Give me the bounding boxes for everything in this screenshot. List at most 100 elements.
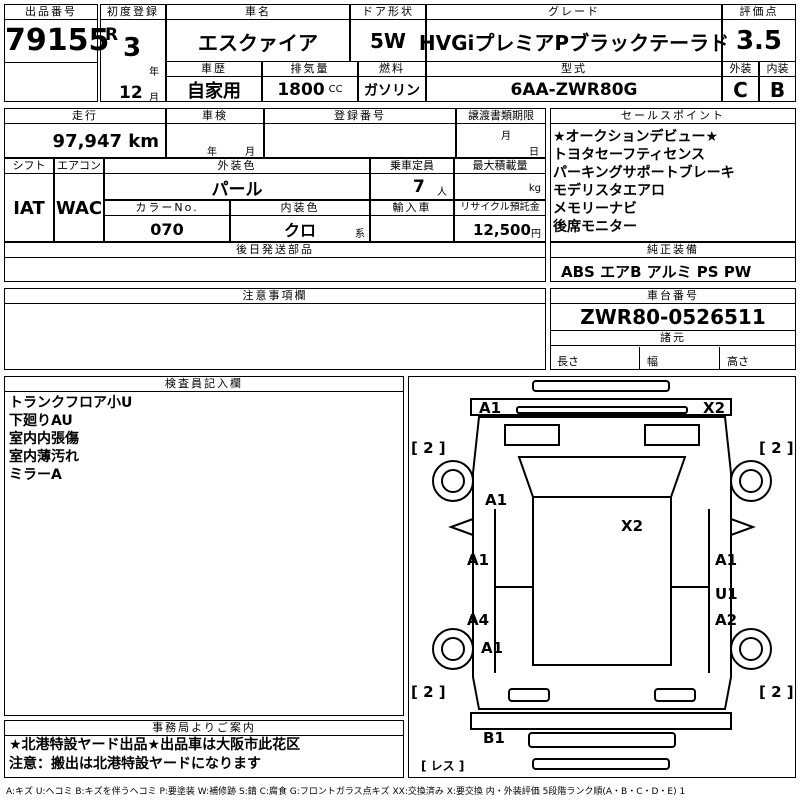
inspector-line: 下廻りAU bbox=[9, 413, 73, 429]
damage-mark: A1 bbox=[481, 639, 504, 657]
history-box: 車歴 自家用 bbox=[166, 61, 262, 102]
damage-mark: A4 bbox=[467, 611, 490, 629]
inspector-line: ミラーA bbox=[9, 467, 62, 483]
color-box: 外装色 パール bbox=[104, 158, 370, 200]
transfer-day: 日 bbox=[529, 147, 539, 158]
car-diagram-drawing bbox=[432, 380, 772, 770]
reg-month-unit: 月 bbox=[149, 93, 159, 104]
inspector-lines: トランクフロア小U 下廻りAU 室内内張傷 室内薄汚れ ミラーA bbox=[5, 392, 403, 484]
equipment-box: 純正装備 ABS エアB アルミ PS PW bbox=[550, 242, 796, 282]
damage-mark: [ 2 ] bbox=[411, 683, 446, 701]
ext-label: 外装 bbox=[723, 62, 758, 77]
specs-label: 諸元 bbox=[551, 331, 795, 346]
recycle-label: リサイクル預託金 bbox=[455, 201, 545, 216]
displacement-cell: 1800 CC bbox=[263, 77, 357, 102]
recycle-unit: 円 bbox=[531, 229, 541, 240]
inspector-box: 検査員記入欄 トランクフロア小U 下廻りAU 室内内張傷 室内薄汚れ ミラーA bbox=[4, 376, 404, 716]
sales-point-item: ★オークションデビュー★ bbox=[553, 129, 719, 145]
door-box: ドア形状 5W bbox=[350, 4, 426, 62]
ac-box: エアコン WAC bbox=[54, 158, 104, 242]
first-reg-box: 初度登録 R 3 年 12 月 bbox=[100, 4, 166, 104]
import-box: 輸入車 bbox=[370, 200, 454, 242]
insp-year: 年 bbox=[207, 147, 217, 158]
mileage-box: 走行 97,947 km bbox=[4, 108, 166, 158]
chassis-number: ZWR80-0526511 bbox=[551, 304, 795, 331]
interior-value: クロ bbox=[283, 221, 316, 240]
seats-unit: 人 bbox=[437, 187, 447, 198]
sales-point-item: モデリスタエアロ bbox=[553, 183, 665, 199]
color-value: パール bbox=[211, 179, 263, 200]
insp-month: 月 bbox=[245, 147, 255, 158]
plate-label: 登録番号 bbox=[265, 109, 455, 124]
grade-box: グレード HVGiプレミアPブラックテーラド bbox=[418, 4, 730, 62]
reg-year-unit: 年 bbox=[149, 67, 159, 78]
load-box: 最大積載量 kg bbox=[454, 158, 546, 200]
recycle-box: リサイクル預託金 12,500 円 bbox=[454, 200, 546, 242]
cc-unit: CC bbox=[328, 84, 343, 95]
damage-mark: A1 bbox=[479, 399, 502, 417]
chassis-label: 車台番号 bbox=[551, 289, 795, 304]
type-label: 型式 bbox=[427, 62, 721, 77]
notes-label: 注意事項欄 bbox=[5, 289, 545, 304]
reg-month: 12 bbox=[119, 83, 143, 103]
sales-points-list: ★オークションデビュー★ トヨタセーフティセンス パーキングサポートブレーキ モ… bbox=[551, 124, 795, 236]
damage-mark: [ 2 ] bbox=[759, 683, 794, 701]
recycle-value: 12,500 bbox=[473, 221, 531, 239]
inspector-line: 室内薄汚れ bbox=[9, 449, 79, 465]
equipment-label: 純正装備 bbox=[551, 243, 795, 258]
car-diagram: A1 X2 [ 2 ] [ 2 ] A1 X2 A1 A1 U1 A4 A2 A… bbox=[408, 376, 796, 778]
era: R bbox=[105, 25, 119, 45]
office-line-1: ★北港特設ヤード出品★出品車は大阪市此花区 bbox=[9, 737, 301, 753]
displacement-box: 排気量 1800 CC bbox=[262, 61, 358, 102]
model-box: 車名 エスクァイア bbox=[166, 4, 350, 62]
damage-mark: [ レス ] bbox=[421, 759, 465, 773]
lot-number: 79155 bbox=[5, 20, 109, 63]
length-label: 長さ bbox=[557, 355, 579, 368]
model-label: 車名 bbox=[167, 5, 349, 20]
inspector-label: 検査員記入欄 bbox=[5, 377, 403, 392]
width-label: 幅 bbox=[647, 355, 658, 368]
grade-label: グレード bbox=[427, 5, 721, 20]
equipment-value: ABS エアB アルミ PS PW bbox=[561, 263, 752, 281]
damage-mark: [ 2 ] bbox=[759, 439, 794, 457]
import-label: 輸入車 bbox=[371, 201, 453, 216]
damage-mark: X2 bbox=[703, 399, 726, 417]
door-value: 5W bbox=[370, 29, 406, 53]
later-box: 後日発送部品 bbox=[4, 242, 546, 282]
history-value: 自家用 bbox=[187, 80, 241, 102]
interior-unit: 系 bbox=[355, 229, 365, 240]
sales-points-box: セールスポイント ★オークションデビュー★ トヨタセーフティセンス パーキングサ… bbox=[550, 108, 796, 242]
notes-box: 注意事項欄 bbox=[4, 288, 546, 370]
fuel-label: 燃料 bbox=[359, 62, 425, 77]
displacement-label: 排気量 bbox=[263, 62, 357, 77]
damage-mark: [ 2 ] bbox=[411, 439, 446, 457]
shift-box: シフト IAT bbox=[4, 158, 54, 242]
model-value: エスクァイア bbox=[198, 30, 318, 55]
sales-point-item: パーキングサポートブレーキ bbox=[553, 165, 735, 181]
fuel-box: 燃料 ガソリン bbox=[358, 61, 426, 102]
chassis-box: 車台番号 ZWR80-0526511 諸元 長さ 幅 高さ bbox=[550, 288, 796, 370]
shift-label: シフト bbox=[5, 159, 53, 174]
int-box: 内装 B bbox=[759, 61, 796, 102]
displacement-value: 1800 bbox=[277, 79, 325, 100]
specs-divider bbox=[639, 347, 640, 369]
fuel-value: ガソリン bbox=[364, 82, 420, 99]
type-box: 型式 6AA-ZWR80G bbox=[426, 61, 722, 102]
ext-value: C bbox=[733, 77, 748, 102]
inspection-box: 車検 年 月 bbox=[166, 108, 264, 158]
ext-box: 外装 C bbox=[722, 61, 759, 102]
office-box: 事務局よりご案内 ★北港特設ヤード出品★出品車は大阪市此花区 注意：搬出は北港特… bbox=[4, 720, 404, 778]
color-no-box: カラーNo. 070 bbox=[104, 200, 230, 242]
grade-value: HVGiプレミアPブラックテーラド bbox=[418, 30, 730, 55]
color-no-label: カラーNo. bbox=[105, 201, 229, 216]
interior-box: 内装色 クロ 系 bbox=[230, 200, 370, 242]
plate-box: 登録番号 bbox=[264, 108, 456, 158]
inspector-line: トランクフロア小U bbox=[9, 395, 133, 411]
int-value: B bbox=[769, 77, 786, 102]
interior-label: 内装色 bbox=[231, 201, 369, 216]
lot-label: 出品番号 bbox=[5, 5, 97, 20]
int-label: 内装 bbox=[760, 62, 795, 77]
damage-mark: B1 bbox=[483, 729, 505, 747]
reg-year: 3 bbox=[123, 33, 142, 63]
color-no-value: 070 bbox=[150, 219, 184, 239]
